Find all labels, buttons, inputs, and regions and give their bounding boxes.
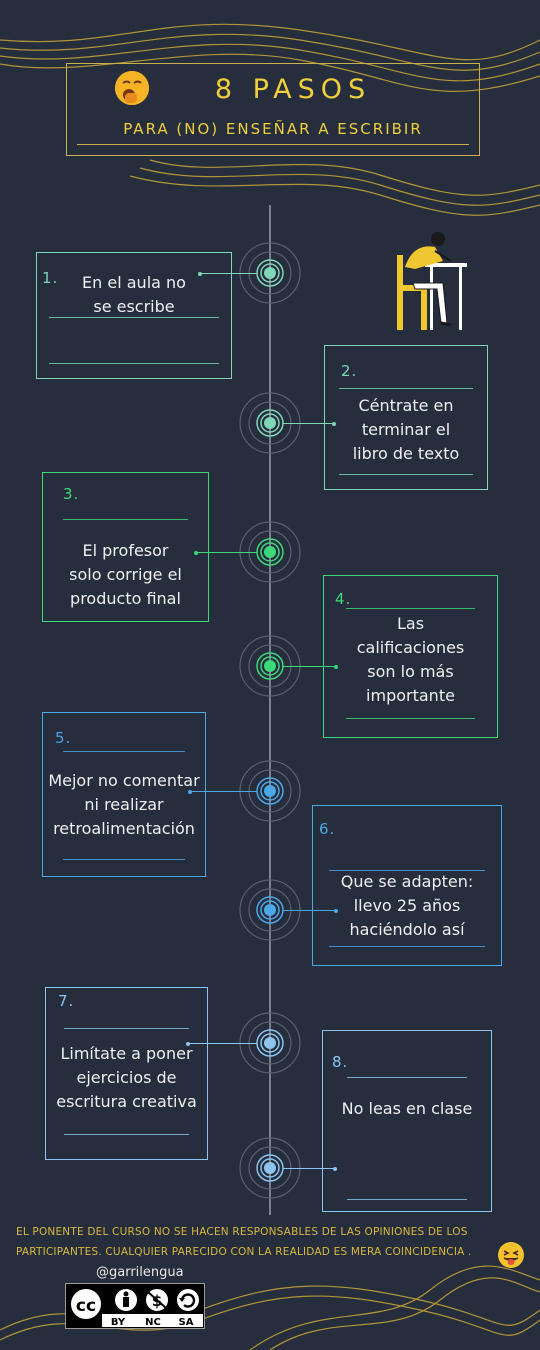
step-text-line: escritura creativa (56, 1092, 197, 1111)
step-text-line: Mejor no comentar (48, 771, 200, 790)
step-card-2: 2.Céntrate en terminar el libro de texto (324, 345, 488, 490)
step-text: El profesor solo corrige el producto final (43, 539, 208, 611)
card-divider (329, 946, 485, 947)
connector-dot (334, 908, 338, 913)
card-divider (63, 751, 185, 752)
license-by: BY (111, 1317, 126, 1328)
card-divider (347, 1077, 467, 1078)
step-connector (200, 273, 257, 274)
card-divider (347, 1199, 467, 1200)
author-handle: @garrilengua (96, 1265, 184, 1280)
title-box: 8 PASOS PARA (NO) ENSEÑAR A ESCRIBIR (66, 63, 480, 156)
step-text-line: retroalimentación (53, 819, 195, 838)
step-text: No leas en clase (323, 1097, 491, 1121)
step-number: 4. (335, 590, 352, 608)
step-text-line: Que se adapten: (340, 872, 474, 891)
disclaimer-line-1: EL PONENTE DEL CURSO NO SE HACEN RESPONS… (16, 1226, 468, 1238)
step-text-line: No leas en clase (341, 1099, 473, 1118)
connector-dot (332, 421, 336, 426)
step-text-line: ni realizar (84, 795, 164, 814)
step-text-line: libro de texto (352, 444, 460, 463)
step-connector (188, 1043, 257, 1044)
card-divider (64, 1028, 189, 1029)
step-card-4: 4. Las calificaciones son lo más importante (323, 575, 498, 738)
step-text: Céntrate en terminar el libro de texto (325, 394, 487, 466)
step-text: Mejor no comentar ni realizar retroaliment… (43, 769, 205, 841)
page-title: 8 PASOS (214, 74, 372, 105)
step-connector (190, 791, 257, 792)
creative-commons-badge: cc $ BY NC SA (65, 1283, 205, 1329)
step-number: 3. (63, 485, 80, 503)
step-card-3: 3. El profesor solo corrige el producto fin… (42, 472, 209, 622)
step-connector (196, 552, 257, 553)
step-connector (283, 666, 336, 667)
card-divider (339, 474, 473, 475)
step-connector (283, 423, 334, 424)
license-nc: NC (145, 1317, 161, 1328)
cc-label: cc (76, 1296, 96, 1316)
license-icons: cc $ BY NC SA (67, 1285, 203, 1328)
connector-dot (194, 550, 198, 555)
card-divider (49, 317, 219, 318)
step-text-line: Limítate a poner (60, 1044, 193, 1063)
student-writing-illustration (397, 232, 467, 330)
step-connector (283, 910, 336, 911)
step-card-6: 6. Que se adapten: llevo 25 años haciéndolo… (312, 805, 502, 966)
step-text-line: El profesor (82, 541, 169, 560)
step-text-line: llevo 25 años (353, 896, 461, 915)
step-text-line: Las (396, 614, 425, 633)
connector-dot (334, 664, 338, 669)
winking-tongue-face-icon (498, 1242, 524, 1268)
card-divider (49, 363, 219, 364)
step-number: 2. (341, 362, 358, 380)
step-card-5: 5. Mejor no comentar ni realizar retroalime… (42, 712, 206, 877)
page-subtitle: PARA (NO) ENSEÑAR A ESCRIBIR (123, 120, 423, 138)
card-divider (346, 718, 475, 719)
card-divider (63, 859, 185, 860)
step-text-line: haciéndolo así (349, 920, 465, 939)
step-card-1: 1. En el aula no se escribe (36, 252, 232, 379)
step-connector (283, 1168, 335, 1169)
step-text: Las calificaciones son lo más importante (324, 612, 497, 708)
step-text-line: terminar el (361, 420, 451, 439)
connector-dot (333, 1166, 337, 1171)
card-divider (346, 608, 475, 609)
step-number: 5. (55, 729, 72, 747)
card-divider (329, 870, 485, 871)
card-divider (63, 519, 188, 520)
timeline-axis (269, 205, 271, 1215)
step-card-8: 8. No leas en clase (322, 1030, 492, 1212)
step-text-line: ejercicios de (76, 1068, 177, 1087)
step-text-line: importante (366, 686, 455, 705)
step-text-line: Céntrate en (358, 396, 454, 415)
step-number: 1. (42, 269, 59, 287)
connector-dot (188, 789, 192, 794)
step-text: Que se adapten: llevo 25 años haciéndolo a… (313, 870, 501, 942)
step-text-line: En el aula no (82, 273, 186, 292)
step-text: En el aula no se escribe (37, 271, 231, 319)
step-text: Limítate a poner ejercicios de escritura c… (46, 1042, 207, 1114)
disclaimer-line-2: PARTICIPANTES. CUALQUIER PARECIDO CON LA… (16, 1246, 472, 1258)
card-divider (64, 1134, 189, 1135)
connector-dot (198, 271, 202, 276)
step-text-line: solo corrige el (69, 565, 182, 584)
step-number: 6. (319, 820, 336, 838)
license-sa: SA (179, 1317, 194, 1328)
disclaimer: EL PONENTE DEL CURSO NO SE HACEN RESPONS… (16, 1222, 500, 1262)
timeline-node-icon (239, 635, 301, 697)
step-card-7: 7. Limítate a poner ejercicios de escritura… (45, 987, 208, 1160)
title-underline (77, 144, 469, 145)
step-text-line: producto final (70, 589, 181, 608)
card-divider (339, 388, 473, 389)
connector-dot (186, 1041, 190, 1046)
step-text-line: se escribe (93, 297, 175, 316)
timeline-node-icon (239, 242, 301, 304)
step-number: 7. (58, 992, 75, 1010)
step-text-line: son lo más (367, 662, 454, 681)
yawning-face-icon (115, 71, 149, 105)
step-number: 8. (332, 1053, 349, 1071)
step-text-line: calificaciones (356, 638, 465, 657)
